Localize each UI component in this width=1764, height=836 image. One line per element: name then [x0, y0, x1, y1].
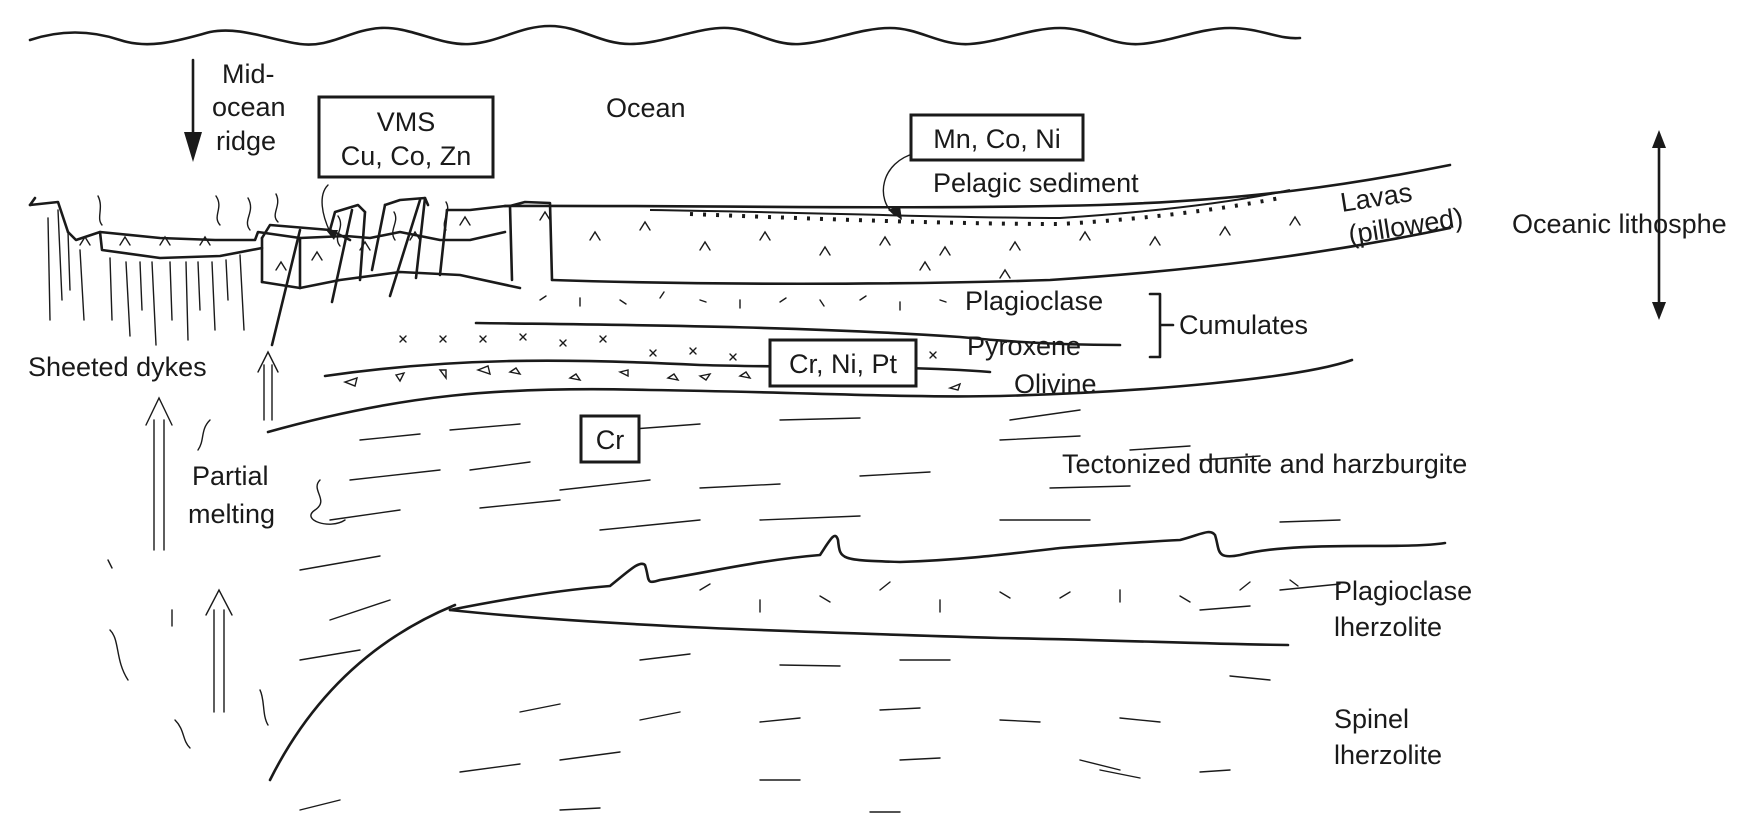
plagioclase-texture: [539, 291, 1299, 613]
deposit-box-vms: VMS Cu, Co, Zn: [317, 95, 495, 179]
melt-squiggles: [107, 419, 346, 749]
label-ocean: Ocean: [606, 93, 686, 123]
plagioclase-lherzolite-bottom-line: [448, 608, 1290, 647]
cumulate-bracket: [1148, 292, 1175, 359]
upward-arrow-large: [145, 396, 173, 551]
label-mid-ocean-ridge-3: ridge: [216, 126, 276, 156]
olivine-line-bottom: [266, 358, 1354, 434]
faulted-crust-blocks: [28, 196, 554, 290]
lava-top-line: [503, 163, 1452, 209]
label-tectonized: Tectonized dunite and harzburgite: [1062, 449, 1467, 479]
vents: [97, 193, 449, 247]
pelagic-sediment-dots: [689, 195, 1286, 227]
deposit-vms-line2: Cu, Co, Zn: [341, 141, 472, 171]
label-mid-ocean-ridge-2: ocean: [212, 92, 286, 122]
deposit-vms-line1: VMS: [377, 107, 436, 137]
label-mid-ocean-ridge-1: Mid-: [222, 59, 275, 89]
label-pelagic-sediment: Pelagic sediment: [933, 168, 1139, 198]
ridge-arrow: [184, 58, 202, 162]
lithosphere-double-arrow: [1652, 130, 1666, 320]
deposit-box-cr-ni-pt: Cr, Ni, Pt: [768, 338, 918, 388]
deposit-mn-co-ni-text: Mn, Co, Ni: [933, 124, 1061, 154]
deposit-cr-text: Cr: [596, 425, 625, 455]
vms-arrow: [321, 184, 331, 233]
sea-surface-line: [28, 24, 1302, 46]
lherzolite-dashes: [299, 653, 1271, 813]
pyroxene-texture: [399, 333, 937, 361]
label-cumulates: Cumulates: [1179, 310, 1308, 340]
plagioclase-line-top: [474, 321, 1122, 347]
deposit-box-mn-co-ni: Mn, Co, Ni: [909, 113, 1085, 162]
label-partial-melting-1: Partial: [192, 461, 269, 491]
fault-lines: [270, 198, 422, 347]
lava-texture: [79, 210, 1301, 279]
vms-arrow-head: [326, 230, 338, 240]
lava-bottom-line: [550, 226, 1452, 286]
label-partial-melting-2: melting: [188, 499, 275, 529]
pelagic-sediment-wedge: [649, 189, 1291, 220]
mn-arrow: [882, 152, 917, 216]
deposit-cr-ni-pt-text: Cr, Ni, Pt: [789, 349, 898, 379]
label-plagioclase: Plagioclase: [965, 286, 1103, 316]
olivine-crystals: [342, 365, 962, 391]
plagioclase-lherzolite-top-line: [448, 530, 1447, 612]
label-spinel-lherzolite-1: Spinel: [1334, 704, 1409, 734]
label-sheeted-dykes: Sheeted dykes: [28, 352, 207, 382]
tectonite-foliation-dashes: [299, 409, 1341, 661]
mantle-boundary-curve: [268, 603, 457, 782]
upward-arrow-small: [257, 350, 279, 421]
upward-arrow-lower: [205, 588, 233, 713]
deposit-box-cr: Cr: [579, 414, 641, 464]
label-oceanic-lithosphere: Oceanic lithosphe: [1512, 209, 1727, 239]
label-pyroxene: Pyroxene: [967, 331, 1081, 361]
label-plagioclase-lherzolite-1: Plagioclase: [1334, 576, 1472, 606]
mn-arrow-head: [888, 206, 902, 220]
label-plagioclase-lherzolite-2: lherzolite: [1334, 612, 1442, 642]
sheeted-dyke-lines: [47, 209, 245, 346]
label-olivine: Olivine: [1014, 369, 1097, 399]
label-spinel-lherzolite-2: lherzolite: [1334, 740, 1442, 770]
